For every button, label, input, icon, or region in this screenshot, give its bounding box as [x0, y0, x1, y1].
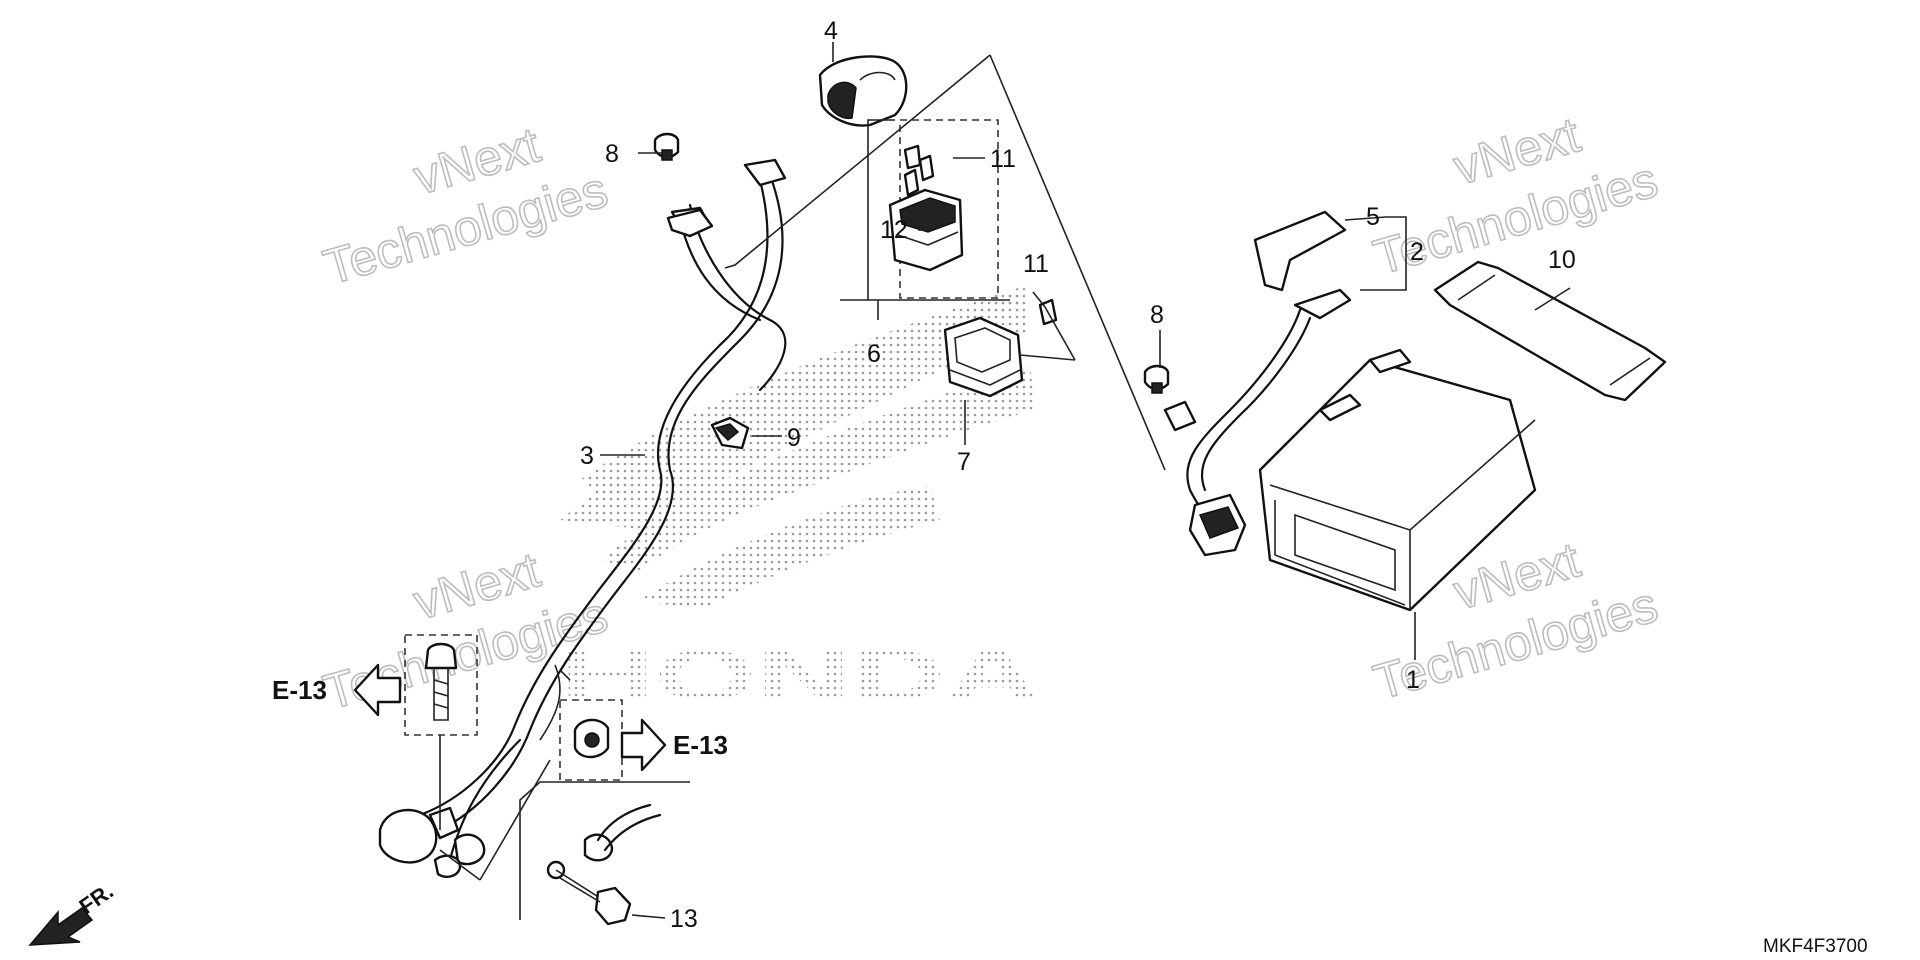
front-direction-arrow: FR. — [28, 878, 118, 946]
callout-11-upper: 11 — [990, 145, 1016, 173]
clip-part-9 — [710, 416, 750, 450]
honda-logo-text: HONDA — [560, 636, 1040, 716]
callout-3: 3 — [580, 442, 594, 470]
terminal-bracket-left — [666, 208, 714, 238]
diagram-code: MKF4F3700 — [1763, 936, 1868, 957]
bolt-fastener-left — [404, 634, 478, 736]
callout-12: 12 — [880, 216, 908, 244]
relay-part-6 — [888, 119, 999, 299]
clip-part-11-upper — [903, 144, 922, 170]
battery-part-1 — [1258, 348, 1537, 612]
callout-10: 10 — [1548, 246, 1576, 274]
svg-text:E-13: E-13 — [673, 730, 728, 760]
cover-part-4 — [818, 55, 908, 127]
callout-2: 2 — [1410, 238, 1424, 266]
callout-4: 4 — [824, 17, 838, 45]
callout-1: 1 — [1406, 666, 1420, 694]
callout-8-right: 8 — [1150, 301, 1164, 329]
watermark-top-left: vNext Technologies — [317, 116, 615, 297]
bolt-part-8-left — [653, 132, 680, 161]
svg-text:E-13: E-13 — [272, 675, 327, 705]
leader-lines — [439, 42, 1571, 919]
ref-arrow-right[interactable]: E-13 — [620, 718, 728, 772]
honda-wing-logo — [560, 285, 1035, 610]
cable-part-2 — [1163, 210, 1352, 557]
band-part-10 — [1433, 260, 1667, 402]
holder-part-7 — [943, 316, 1024, 398]
harness-part-3 — [378, 158, 787, 878]
callout-5: 5 — [1366, 203, 1380, 231]
bolt-part-13 — [519, 781, 690, 926]
callout-6: 6 — [867, 340, 881, 368]
callout-7: 7 — [957, 448, 971, 476]
callout-11-lower: 11 — [1023, 250, 1049, 278]
callout-8-left: 8 — [605, 140, 619, 168]
bolt-part-8-right — [1143, 364, 1170, 394]
ref-arrow-left[interactable]: E-13 — [272, 663, 402, 717]
callout-9: 9 — [787, 424, 801, 452]
callout-13: 13 — [670, 905, 698, 933]
